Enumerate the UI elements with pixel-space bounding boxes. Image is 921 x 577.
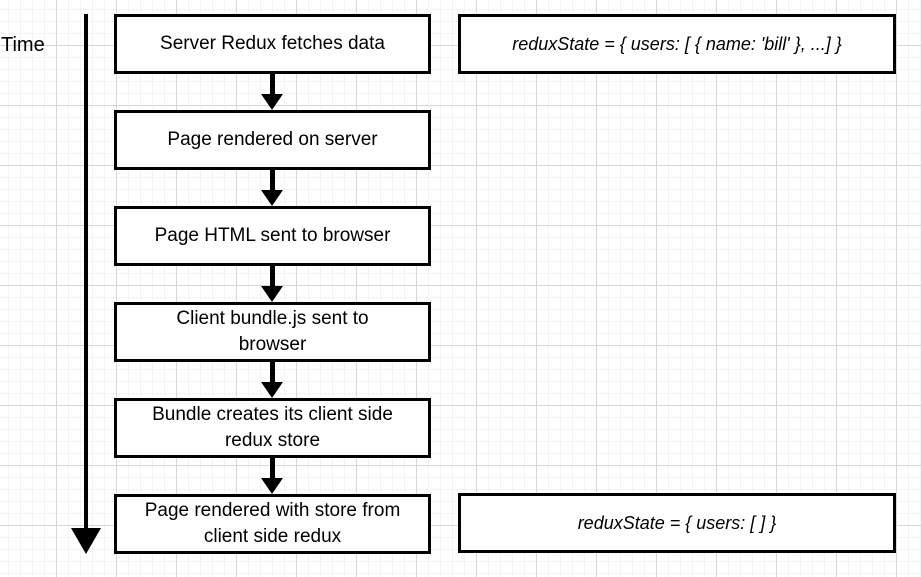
flow-connector-arrowhead-icon <box>261 478 283 494</box>
flow-connector-arrowhead-icon <box>261 190 283 206</box>
flow-step-client-render: Page rendered with store from client sid… <box>114 494 431 554</box>
flow-step-bundle-sent: Client bundle.js sent to browser <box>114 302 431 362</box>
redux-state-initial-annotation: reduxState = { users: [ { name: 'bill' }… <box>458 14 896 74</box>
redux-state-empty-annotation: reduxState = { users: [ ] } <box>458 493 896 553</box>
flow-connector-line <box>270 458 275 478</box>
flow-step-store-created: Bundle creates its client side redux sto… <box>114 398 431 458</box>
flow-connector-line <box>270 170 275 190</box>
flow-connector-arrowhead-icon <box>261 286 283 302</box>
time-arrow-line <box>84 14 88 528</box>
flow-step-html-sent: Page HTML sent to browser <box>114 206 431 266</box>
flow-connector-line <box>270 266 275 286</box>
flow-step-server-fetch: Server Redux fetches data <box>114 14 431 74</box>
flow-step-server-render: Page rendered on server <box>114 110 431 170</box>
flow-connector-arrowhead-icon <box>261 382 283 398</box>
flow-connector-line <box>270 362 275 382</box>
time-axis-label: Time <box>1 34 45 56</box>
flow-connector-arrowhead-icon <box>261 94 283 110</box>
time-arrow-head-icon <box>71 528 101 554</box>
flow-connector-line <box>270 74 275 94</box>
